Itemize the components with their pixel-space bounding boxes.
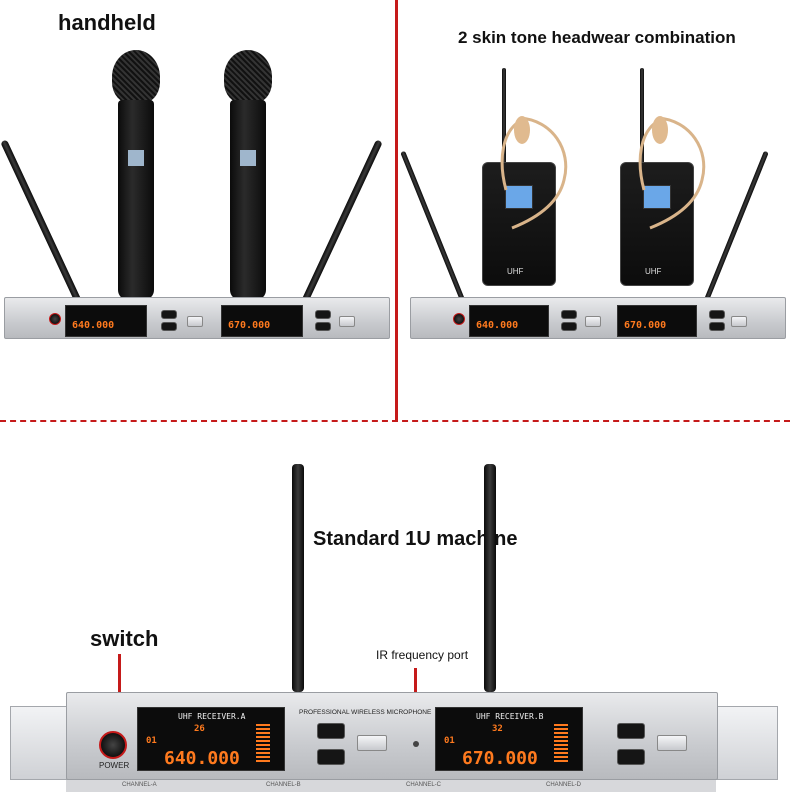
set-button-b[interactable] — [339, 316, 355, 327]
set-button-a[interactable] — [357, 735, 387, 751]
mic-body-1 — [118, 100, 154, 300]
power-button-large[interactable] — [99, 731, 127, 759]
bodypack-brand-2: UHF — [645, 267, 662, 276]
set-button-a[interactable] — [585, 316, 601, 327]
freq-a: 640.000 — [476, 320, 519, 331]
lcd-a: 640.000 — [65, 305, 147, 337]
set-button-a[interactable] — [187, 316, 203, 327]
bodypack-display-1 — [505, 185, 533, 209]
antenna-left — [0, 139, 83, 306]
level-meter-a — [256, 724, 270, 764]
up-button-b[interactable] — [617, 723, 645, 739]
freq-a: 640.000 — [72, 320, 115, 331]
lcd-b: 670.000 — [617, 305, 697, 337]
level-meter-b — [554, 724, 568, 764]
antenna-right — [484, 464, 496, 692]
receiver-small-handheld: 640.000 670.000 — [4, 297, 390, 339]
channel-d-label: CHANNEL-D — [546, 782, 582, 788]
lcd-b-large: UHF RECEIVER.B 01 32 670.000 — [435, 707, 583, 771]
freq-b: 670.000 — [228, 320, 271, 331]
channel-a-number: 01 — [146, 736, 157, 746]
channel-strip: CHANNEL-A CHANNEL-B CHANNEL-C CHANNEL-D — [66, 780, 716, 792]
mic-head-2 — [224, 50, 272, 104]
headwear-panel: 2 skin tone headwear combination UHF UHF… — [398, 0, 790, 420]
sync-button-b2[interactable] — [315, 322, 331, 331]
group-a-number: 26 — [194, 724, 205, 734]
bodypack-brand-1: UHF — [507, 267, 524, 276]
power-label: POWER — [99, 761, 130, 770]
sync-button-a2[interactable] — [161, 322, 177, 331]
channel-c-label: CHANNEL-C — [406, 782, 442, 788]
down-button-b[interactable] — [617, 749, 645, 765]
standard-label: Standard 1U machine — [313, 528, 518, 550]
lcd-a: 640.000 — [469, 305, 549, 337]
freq-b: 670.000 — [624, 320, 667, 331]
ir-port — [413, 741, 419, 747]
rack-ear-left — [10, 706, 68, 780]
channel-b-label: CHANNEL-B — [266, 782, 301, 788]
rack-ear-right — [716, 706, 778, 780]
ir-port-label: IR frequency port — [376, 648, 469, 662]
power-button[interactable] — [49, 313, 61, 325]
antenna-left — [400, 150, 465, 301]
mic-head-1 — [112, 50, 160, 104]
freq-a-large: 640.000 — [164, 748, 240, 769]
switch-label: switch — [90, 626, 159, 651]
lcd-a-large: UHF RECEIVER.A 01 26 640.000 — [137, 707, 285, 771]
mic-body-2 — [230, 100, 266, 300]
freq-b-large: 670.000 — [462, 748, 538, 769]
antenna-right — [300, 139, 383, 306]
antenna-left — [292, 464, 304, 692]
headwear-label: 2 skin tone headwear combination — [458, 28, 736, 47]
receiver-large: POWER UHF RECEIVER.A 01 26 640.000 PROFE… — [66, 692, 718, 780]
sync-button-a[interactable] — [561, 310, 577, 319]
up-button-a[interactable] — [317, 723, 345, 739]
handheld-panel: handheld 640.000 670.000 — [0, 0, 394, 420]
power-button[interactable] — [453, 313, 465, 325]
group-b-number: 32 — [492, 724, 503, 734]
sync-button-b[interactable] — [709, 310, 725, 319]
bodypack-display-2 — [643, 185, 671, 209]
headset-2 — [638, 116, 706, 230]
vertical-divider — [395, 0, 398, 420]
handheld-label: handheld — [58, 10, 156, 35]
headset-1 — [500, 116, 568, 230]
horizontal-divider — [0, 420, 790, 422]
channel-a-label: CHANNEL-A — [122, 782, 157, 788]
pack-antenna-2 — [640, 68, 644, 164]
sync-button-b2[interactable] — [709, 322, 725, 331]
channel-b-number: 01 — [444, 736, 455, 746]
sync-button-b[interactable] — [315, 310, 331, 319]
lcd-b: 670.000 — [221, 305, 303, 337]
pack-antenna-1 — [502, 68, 506, 164]
mic-display-2 — [240, 150, 256, 166]
mic-display-1 — [128, 150, 144, 166]
receiver-b-title: UHF RECEIVER.B — [476, 712, 544, 721]
sync-button-a[interactable] — [161, 310, 177, 319]
receiver-a-title: UHF RECEIVER.A — [178, 712, 246, 721]
standard-panel: Standard 1U machine switch IR frequency … — [0, 424, 790, 800]
sync-button-a2[interactable] — [561, 322, 577, 331]
brand-line: PROFESSIONAL WIRELESS MICROPHONE — [299, 709, 432, 716]
set-button-b[interactable] — [731, 316, 747, 327]
down-button-a[interactable] — [317, 749, 345, 765]
set-button-b[interactable] — [657, 735, 687, 751]
receiver-small-headwear: 640.000 670.000 — [410, 297, 786, 339]
